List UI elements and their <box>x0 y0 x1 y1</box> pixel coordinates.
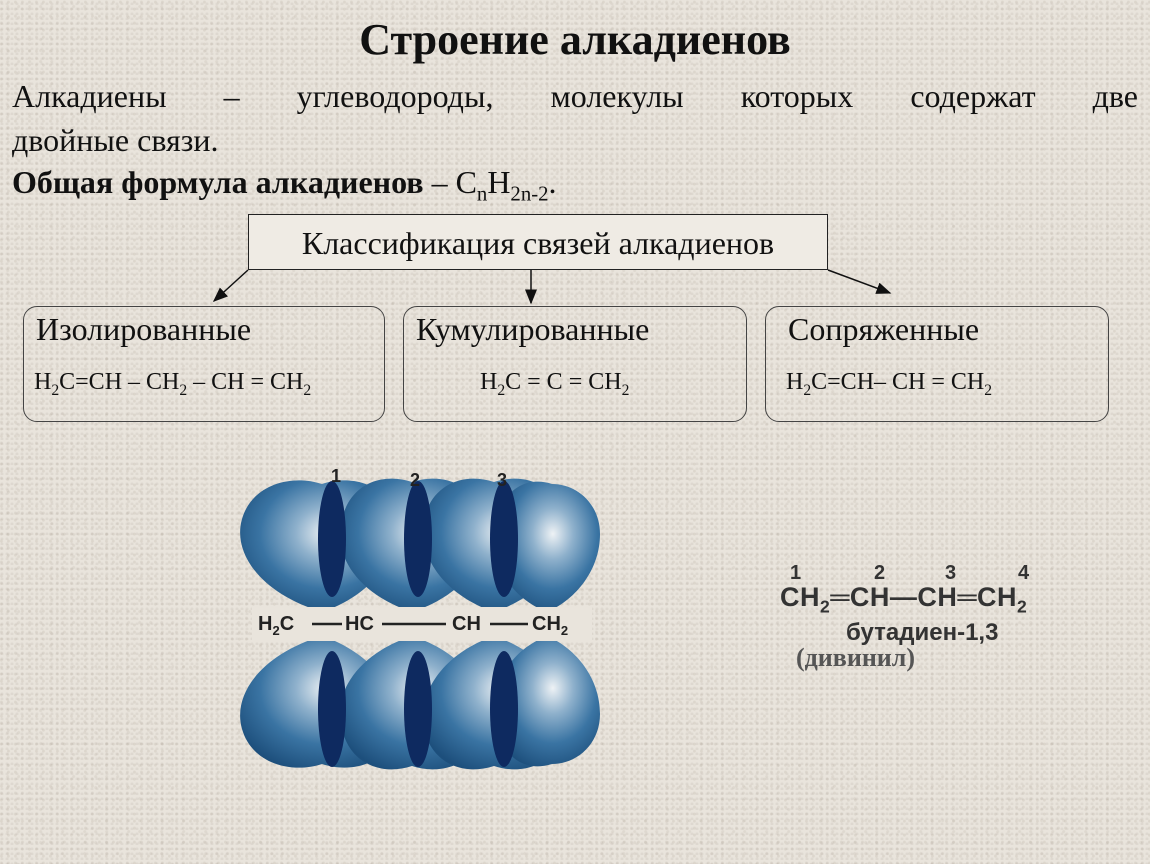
p-orbital-overlap-diagram: 1 2 3 H2C HC CH CH2 <box>240 466 600 770</box>
definition-line-1: Алкадиены – углеводороды, молекулы котор… <box>12 74 1138 118</box>
butadiene-structure: 1 2 3 4 CH2═CH—CH═CH2 бутадиен-1,3 (диви… <box>780 562 1030 673</box>
type-conjugated-card: Сопряженные H2C=CH– CH = CH2 <box>765 306 1109 422</box>
lower-lobes <box>240 636 600 770</box>
orbital-number: 2 <box>410 470 420 490</box>
definition-word: содержат <box>910 78 1036 114</box>
definition-word: углеводороды, <box>296 78 494 114</box>
carbon-numbers: 1 2 3 4 <box>780 562 1030 584</box>
type-formula: H2C=CH – CH2 – CH = CH2 <box>34 369 312 399</box>
formula-label: Общая формула алкадиенов <box>12 164 424 200</box>
definition-word: – <box>223 78 240 114</box>
arrow-conjugated <box>827 269 892 294</box>
type-formula: H2C = C = CH2 <box>480 369 630 399</box>
formula-n: n <box>476 182 488 206</box>
formula-dash: – <box>423 164 456 200</box>
definition-word: молекулы <box>550 78 684 114</box>
atom-label-h2c: H2C <box>258 613 294 638</box>
definition-word: которых <box>740 78 854 114</box>
atom-label-ch2: CH2 <box>532 613 568 638</box>
butadiene-trivial-name: (дивинил) <box>796 643 916 672</box>
arrow-isolated <box>212 269 249 303</box>
formula-h: H <box>487 164 511 200</box>
classification-box: Классификация связей алкадиенов <box>248 214 828 270</box>
type-formula: H2C=CH– CH = CH2 <box>786 369 993 399</box>
definition-word: Алкадиены <box>12 78 167 114</box>
upper-lobes <box>240 478 600 612</box>
orbital-number: 3 <box>497 470 507 490</box>
type-cumulated-card: Кумулированные H2C = C = CH2 <box>403 306 747 422</box>
type-isolated-card: Изолированные H2C=CH – CH2 – CH = CH2 <box>23 306 385 422</box>
carbon-number: 4 <box>1018 562 1030 584</box>
butadiene-name: бутадиен-1,3 <box>846 619 999 646</box>
definition-line-2: двойные связи. <box>12 122 219 158</box>
formula-sub: 2n-2 <box>510 182 549 206</box>
general-formula: Общая формула алкадиенов – CnH2n-2. <box>12 164 557 204</box>
definition-text: Алкадиены – углеводороды, молекулы котор… <box>12 74 1138 162</box>
type-name: Кумулированные <box>416 311 650 347</box>
type-name: Сопряженные <box>788 311 980 347</box>
atom-label-hc: HC <box>345 613 374 635</box>
slide-title: Строение алкадиенов <box>359 15 791 64</box>
carbon-number: 2 <box>874 562 886 584</box>
atom-label-ch: CH <box>452 613 481 635</box>
formula-c: C <box>455 164 477 200</box>
formula-dot: . <box>548 164 557 200</box>
carbon-number: 3 <box>945 562 957 584</box>
definition-word: две <box>1092 78 1138 114</box>
orbital-number: 1 <box>331 466 341 486</box>
type-name: Изолированные <box>36 311 252 347</box>
butadiene-formula: CH2═CH—CH═CH2 <box>780 582 1028 617</box>
carbon-number: 1 <box>790 562 802 584</box>
